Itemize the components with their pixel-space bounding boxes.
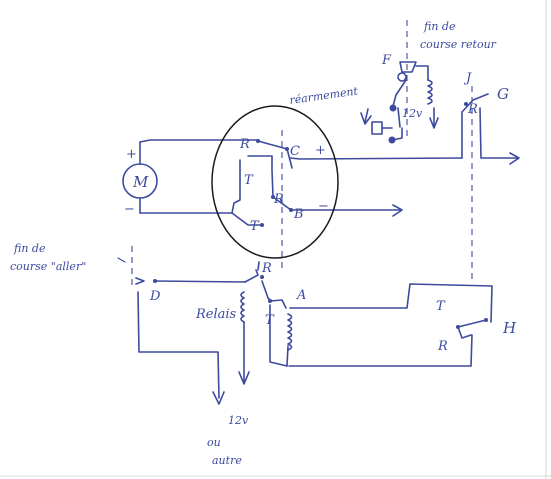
motor-symbol [122, 141, 158, 214]
label-J: J [463, 71, 472, 86]
motor-plus-label: + [126, 147, 137, 162]
label-H-R: R [437, 339, 448, 354]
wire-a-to-h-top [289, 283, 493, 323]
label-relay-T: T [265, 313, 275, 328]
upper-inverter-switch [231, 139, 293, 227]
arrow-minus-out [392, 204, 403, 217]
label-mid-T: T [244, 173, 254, 188]
motor-minus-label: − [124, 202, 135, 217]
pointer-fin-aller [117, 257, 126, 263]
label-top-C: C [290, 144, 300, 159]
limit-switch-return [360, 20, 439, 144]
label-A: A [296, 288, 306, 303]
label-relais: Relais [195, 307, 237, 322]
label-power-autre: autre [212, 454, 242, 467]
label-F: F [381, 53, 392, 68]
label-mid-B: B [293, 207, 304, 222]
label-power-ou: ou [207, 436, 221, 449]
label-power-12v: 12v [228, 414, 249, 427]
note-fin-aller-2: course "aller" [10, 260, 86, 273]
label-mid-minus: − [318, 199, 329, 214]
wire-c-plus [289, 157, 463, 160]
label-G: G [497, 85, 509, 103]
label-H: H [502, 319, 517, 337]
limit-switch-D [135, 277, 246, 405]
label-mid-R: R [273, 192, 284, 207]
note-fin-retour-2: course retour [420, 38, 497, 51]
label-12v-top: 12v [402, 107, 423, 120]
switch-J [461, 86, 520, 280]
wire-a-to-h-bottom [288, 334, 473, 367]
note-fin-aller-1: fin de [13, 242, 46, 255]
label-H-T: T [436, 299, 446, 314]
note-fin-retour-1: fin de [423, 20, 456, 33]
label-D: D [149, 289, 161, 304]
motor-label: M [132, 173, 149, 191]
relay [238, 261, 293, 385]
label-relay-R: R [261, 261, 272, 276]
label-top-R: R [239, 137, 250, 152]
highlight-circle [211, 105, 339, 259]
label-mid-T2: T [250, 219, 260, 234]
label-top-plus: + [315, 143, 326, 158]
switch-H [456, 318, 488, 339]
note-reassurement: réarmement [289, 84, 360, 107]
